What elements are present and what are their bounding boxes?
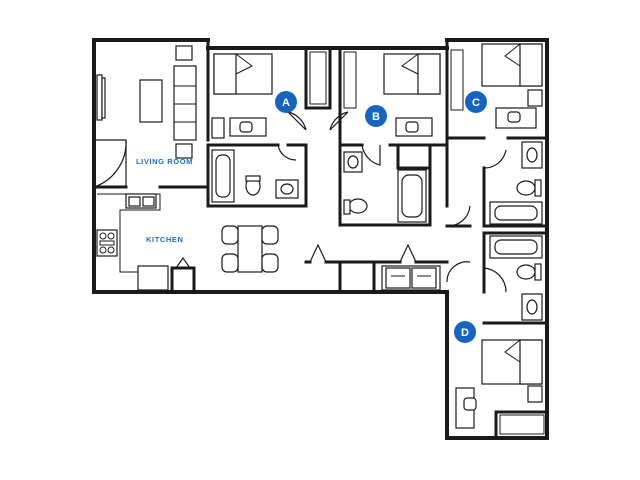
bedroom-badge-a: A (275, 91, 297, 113)
interior-walls (92, 38, 549, 440)
kitchen-label: KITCHEN (146, 235, 184, 244)
bedroom-b-furniture (343, 51, 441, 137)
bedroom-badge-b-text: B (372, 111, 380, 123)
bedroom-c-furniture (450, 43, 543, 129)
bedroom-badge-c-text: C (472, 97, 480, 109)
living-room-furniture (96, 45, 197, 159)
bedroom-d-furniture (455, 339, 545, 435)
kitchen-fixtures (96, 193, 169, 291)
bedroom-badge-b: B (365, 105, 387, 127)
bedroom-a-furniture (211, 53, 273, 139)
closet-a (309, 51, 327, 105)
laundry-fixtures (381, 265, 441, 291)
living-room-label: LIVING ROOM (136, 157, 193, 166)
bedroom-badge-c: C (465, 91, 487, 113)
bedroom-badge-a-text: A (282, 97, 290, 109)
bedroom-badge-d-text: D (461, 327, 469, 339)
bath-d-fixtures (489, 235, 543, 321)
bath-b-fixtures (343, 151, 427, 223)
bedroom-badge-d: D (454, 321, 476, 343)
exterior-walls (92, 38, 549, 440)
dining-table (221, 225, 279, 273)
bath-a-fixtures (211, 149, 299, 203)
bath-c-fixtures (489, 141, 543, 225)
doors (93, 111, 507, 293)
